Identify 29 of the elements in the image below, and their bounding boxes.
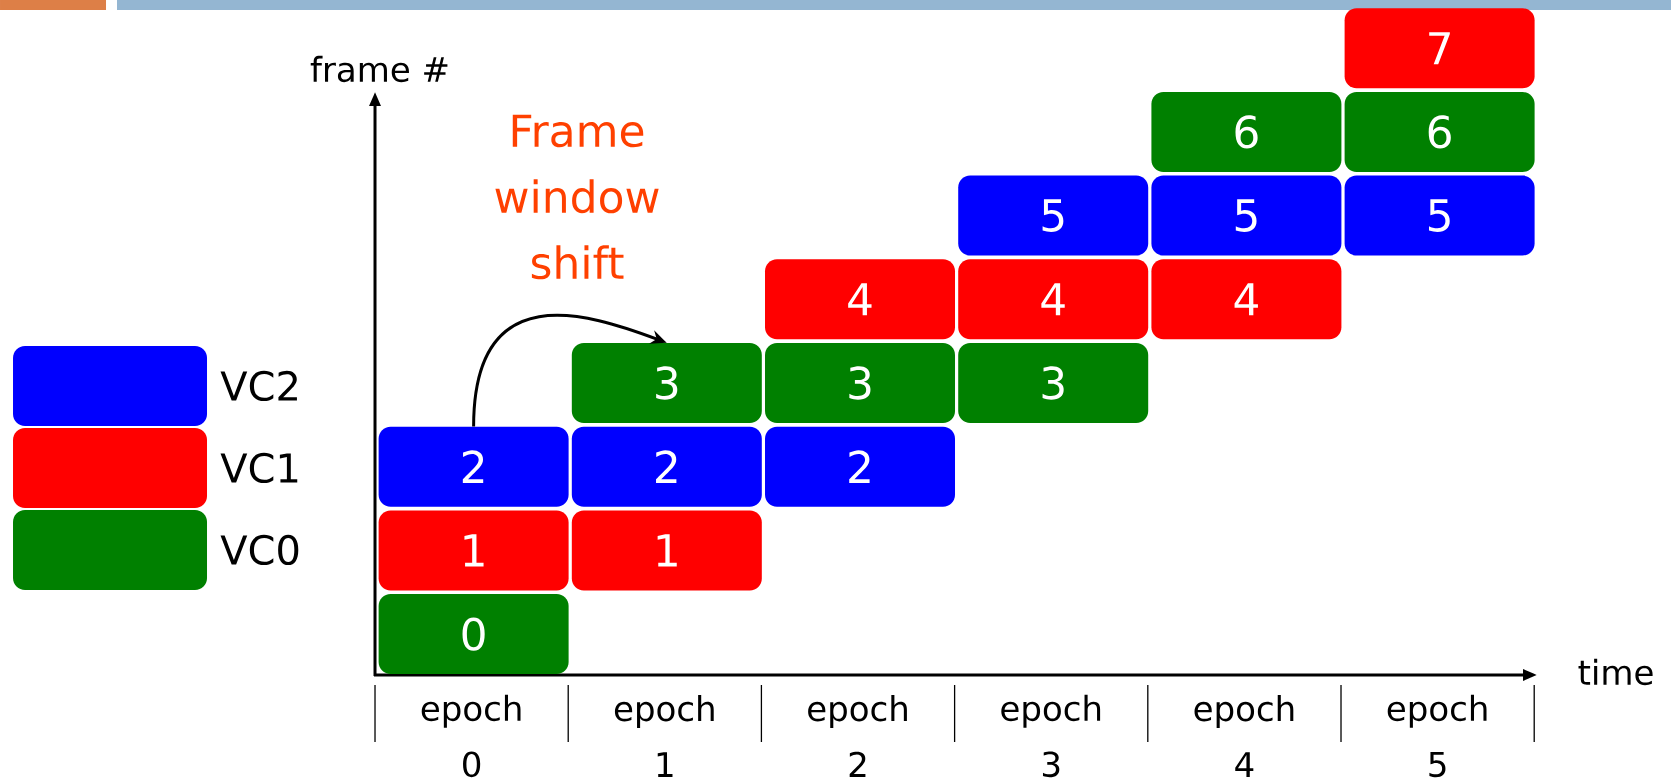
legend-label: VC0: [220, 534, 299, 566]
frame-box: 4: [765, 259, 955, 340]
frame-box: 4: [958, 259, 1149, 340]
frame-box: 4: [1151, 259, 1342, 340]
frame-box: 7: [1344, 8, 1535, 89]
epoch-label: epoch 5: [1387, 694, 1487, 778]
frame-box: 3: [571, 343, 762, 423]
frame-box: 5: [958, 175, 1149, 256]
legend-label: VC1: [220, 452, 298, 484]
frame-box: 2: [378, 426, 569, 507]
frame-box: 1: [378, 510, 569, 591]
frame-box: 5: [1344, 175, 1535, 256]
epoch-label: epoch 1: [614, 695, 714, 777]
axis-label: time: [1578, 658, 1653, 686]
frame-box: 3: [958, 343, 1149, 423]
frame-box: 0: [378, 594, 569, 675]
frame-box: 1: [571, 510, 762, 591]
axis-label: frame #: [310, 55, 448, 83]
epoch-label: epoch 4: [1194, 695, 1294, 777]
frame-box: 6: [1344, 91, 1535, 172]
frame-box: 5: [1151, 175, 1342, 256]
frame-box: 6: [1151, 91, 1342, 172]
epoch-label: epoch 3: [1001, 694, 1101, 778]
frame-box: 2: [765, 426, 955, 507]
frame-box: 2: [571, 426, 762, 507]
epoch-label: epoch 2: [808, 695, 907, 777]
frame-box: 3: [765, 343, 955, 423]
legend-label: VC2: [220, 370, 297, 402]
edge-label: Frame window shift: [465, 112, 689, 282]
